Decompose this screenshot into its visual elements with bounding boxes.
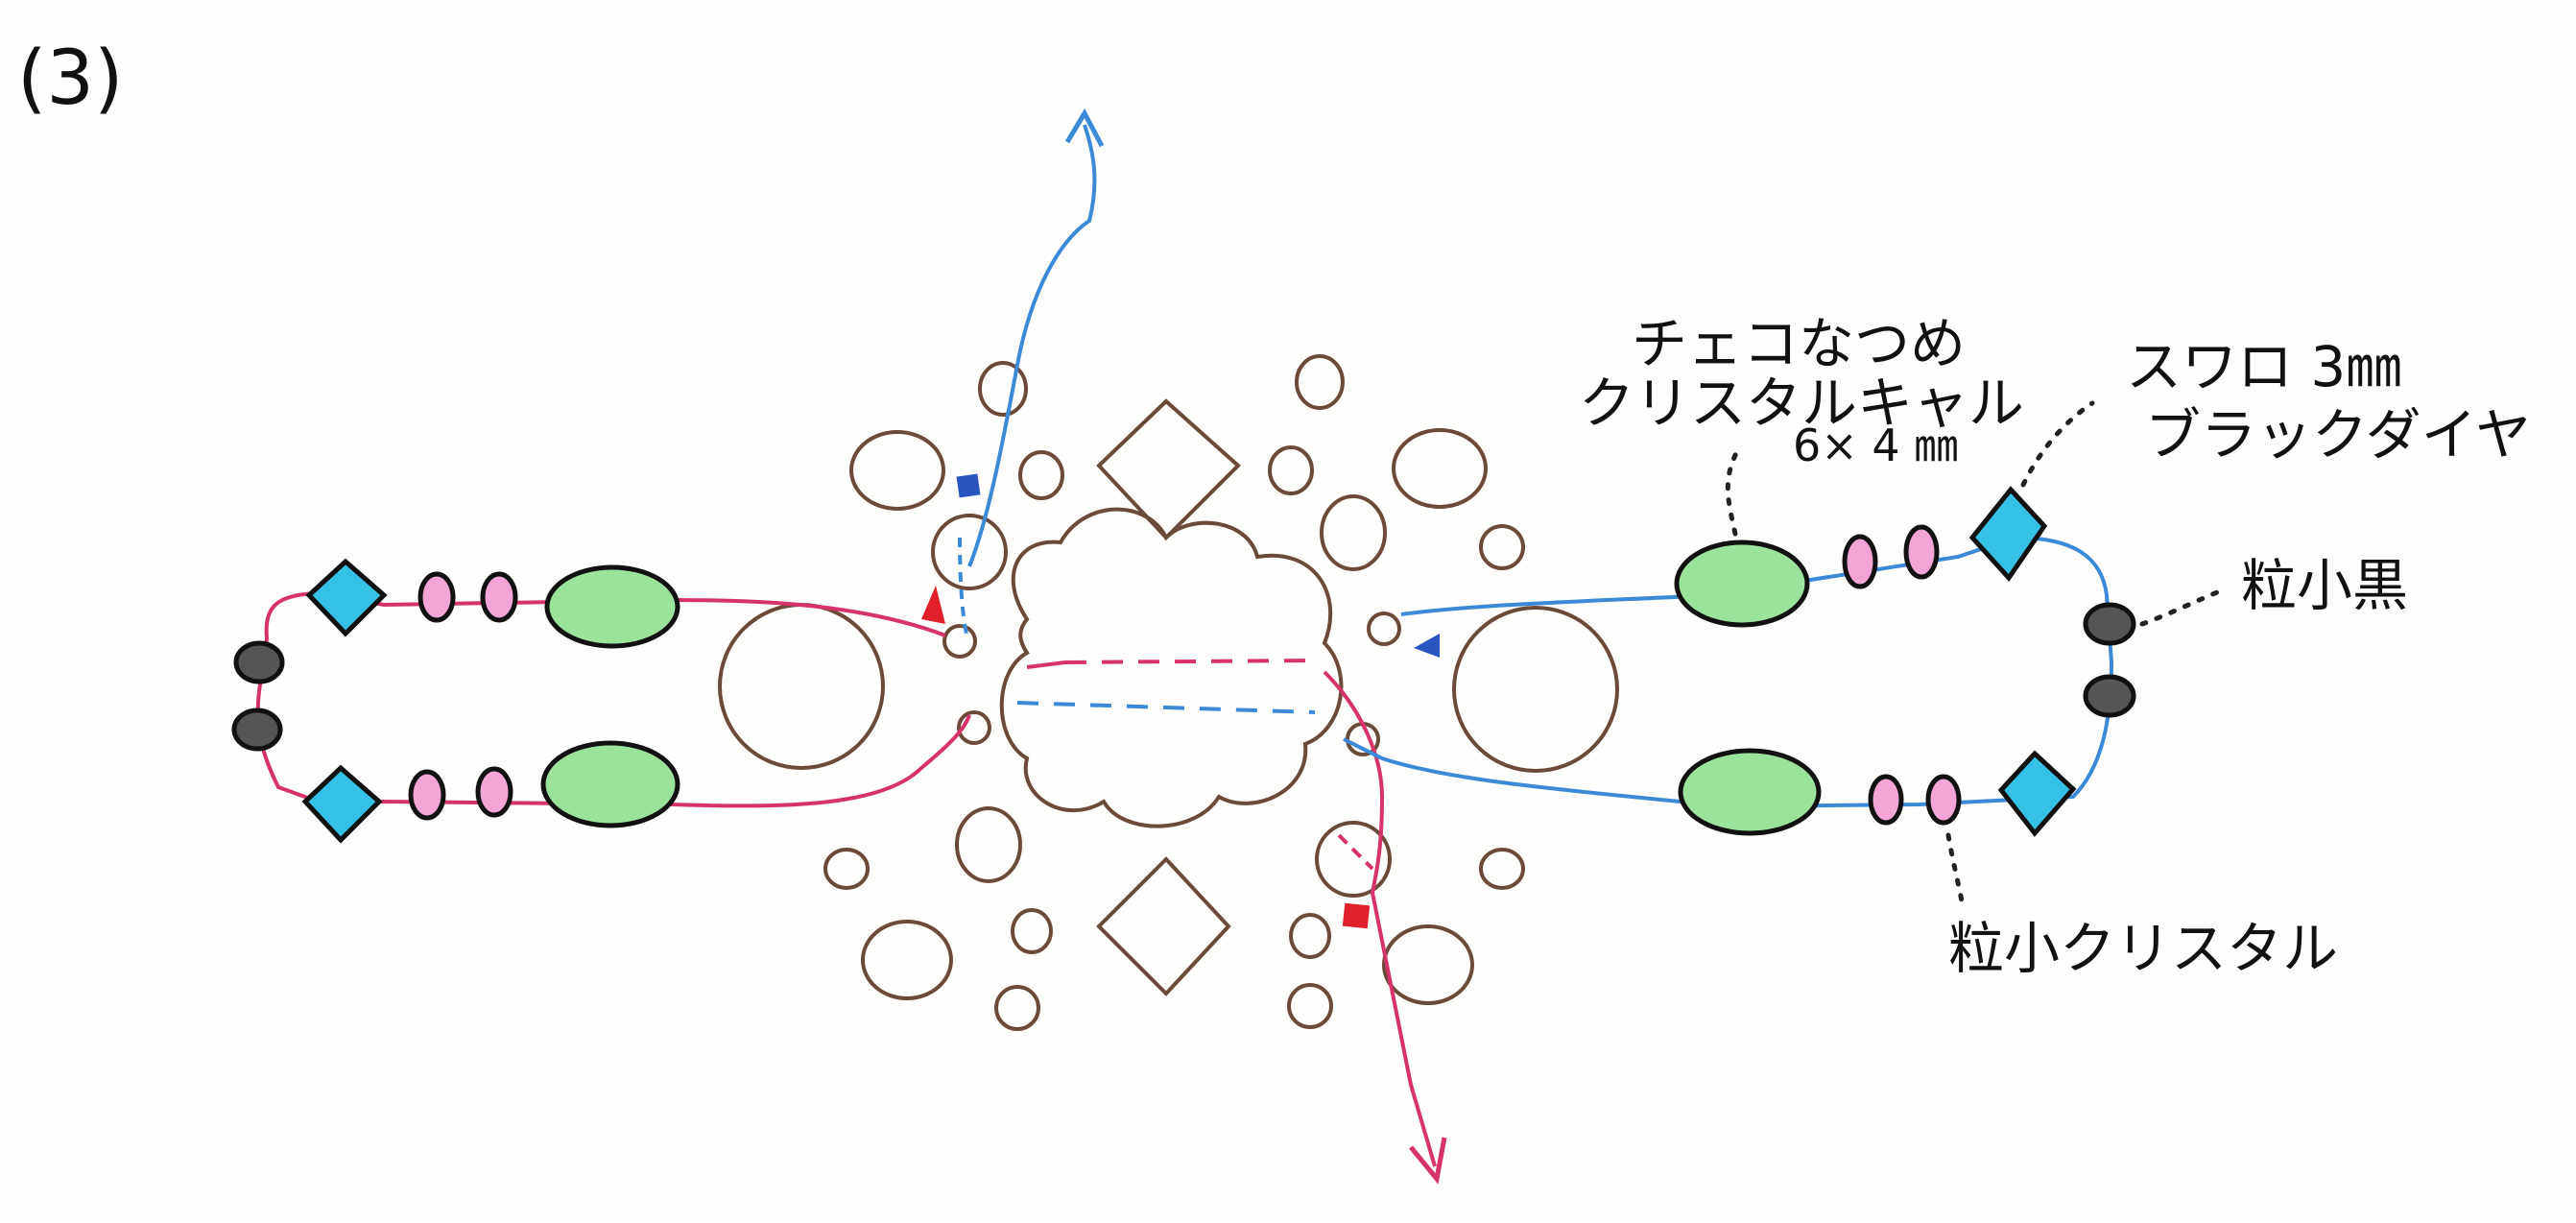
swarovski-bead <box>301 764 383 844</box>
swarovski-bead <box>1997 750 2077 837</box>
czech-nut-label-line2: クリスタルキャル <box>1579 371 2024 436</box>
blue-start-marker <box>1414 634 1440 658</box>
round-bead <box>849 430 945 511</box>
round-bead <box>955 806 1022 883</box>
small-round-bead <box>823 848 870 890</box>
small-round-bead <box>1479 524 1525 570</box>
small-black-bead <box>231 707 283 752</box>
small-round-bead <box>1268 445 1314 495</box>
round-bead <box>1320 494 1387 571</box>
round-bead <box>1382 924 1474 1005</box>
small-crystal-bead <box>480 571 518 623</box>
round-bead <box>861 920 953 1000</box>
blue-end-marker <box>956 473 981 498</box>
czech-nut-bead <box>544 564 680 649</box>
small-black-bead <box>2083 602 2136 646</box>
seed-bead <box>957 710 991 745</box>
red-end-marker <box>1342 902 1371 929</box>
small-crystal-bead <box>1903 524 1940 580</box>
small-round-bead <box>978 361 1028 417</box>
swarovski-bead <box>1968 486 2048 583</box>
red-start-marker <box>921 586 945 624</box>
seed-bead <box>1367 612 1401 646</box>
small-round-bead <box>994 985 1040 1031</box>
czech-nut-label-line1: チェコなつめ <box>1632 311 1966 376</box>
small-crystal-label: 粒小クリスタル <box>1948 916 2338 981</box>
small-black-leader <box>2139 588 2225 627</box>
bottom-diamond-bead <box>1096 856 1231 996</box>
small-black-bead <box>2083 674 2136 718</box>
small-crystal-bead <box>1868 774 1904 826</box>
czech-nut-bead <box>1678 748 1822 836</box>
center-cloud-bead <box>999 507 1344 828</box>
left-large-round-bead <box>718 603 885 770</box>
thread-round-bead <box>931 514 1008 590</box>
thread-round-bead <box>1315 821 1392 898</box>
small-crystal-bead <box>1925 774 1962 826</box>
czech-nut-leader <box>1725 448 1740 537</box>
top-diamond-bead <box>1096 398 1241 540</box>
small-crystal-bead <box>417 571 456 623</box>
small-crystal-leader <box>1945 832 1966 910</box>
round-bead <box>1392 428 1488 509</box>
swarovski-label-line1: スワロ 3㎜ <box>2126 334 2401 399</box>
swarovski-bead <box>305 558 388 637</box>
small-crystal-bead <box>475 766 513 818</box>
small-round-bead <box>1287 983 1333 1029</box>
step-label: (3) <box>17 36 124 122</box>
small-round-bead <box>1479 848 1525 890</box>
small-round-bead <box>1295 354 1345 410</box>
czech-nut-bead <box>1674 540 1810 628</box>
small-black-bead <box>233 640 285 684</box>
swarovski-leader <box>2020 400 2095 488</box>
small-round-bead <box>1011 908 1053 954</box>
swarovski-label-line2: ブラックダイヤ <box>2145 402 2531 468</box>
small-crystal-bead <box>1842 534 1878 589</box>
czech-nut-size-label: 6× 4 ㎜ <box>1793 420 1958 471</box>
small-crystal-bead <box>408 769 446 821</box>
leader-lines <box>1725 400 2225 910</box>
center-motif <box>718 354 1619 1031</box>
seed-bead <box>942 624 977 659</box>
czech-nut-bead <box>540 740 680 828</box>
small-round-bead <box>1018 450 1064 500</box>
right-large-round-bead <box>1452 606 1619 773</box>
left-strand <box>231 558 680 844</box>
small-black-label: 粒小黒 <box>2241 553 2408 618</box>
right-strand <box>1674 486 2136 837</box>
small-round-bead <box>1289 913 1331 959</box>
